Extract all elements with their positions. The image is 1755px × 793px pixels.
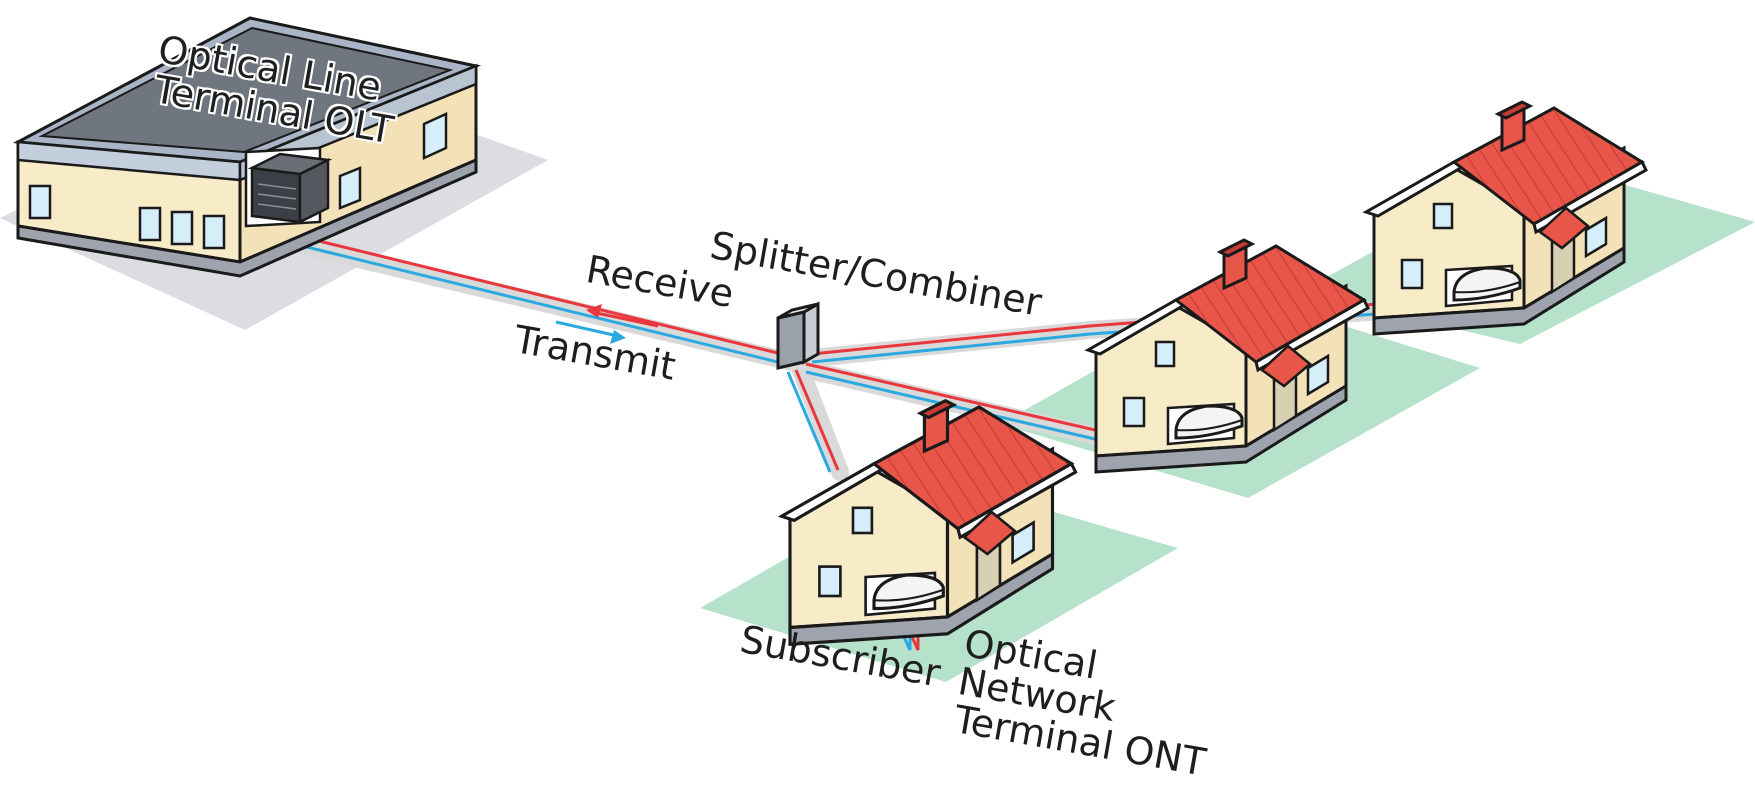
transmit-arrow (555, 320, 626, 344)
receive-arrow (586, 304, 659, 328)
splitter-box-icon (776, 301, 820, 370)
olt-cabinet-icon (247, 152, 333, 225)
office-building-icon (12, 16, 482, 278)
